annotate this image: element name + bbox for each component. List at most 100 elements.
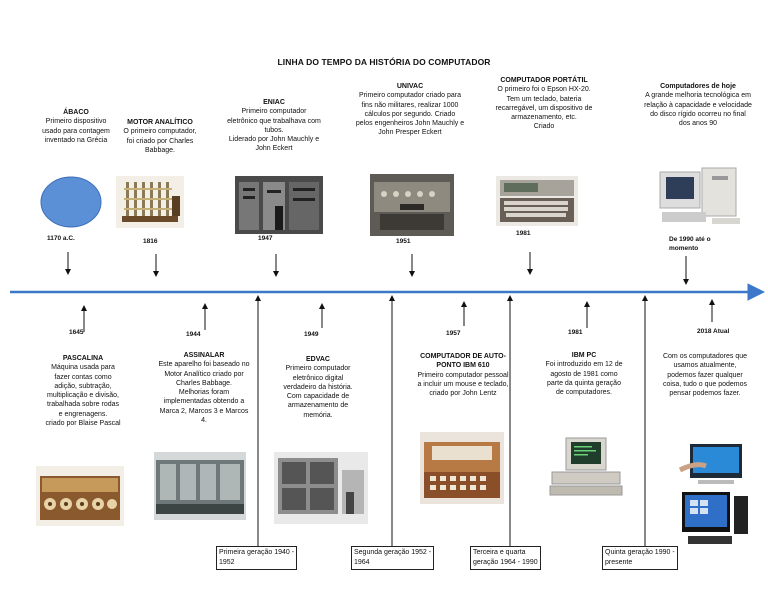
event-text-line: pelos engenheiros John Mauchly e (355, 120, 465, 128)
event-text-line: Máquina usada para (51, 364, 115, 372)
event-text-line: O primeiro foi o Epson HX-20. (497, 86, 591, 94)
generation-line: Quinta geração 1990 - (605, 549, 675, 556)
event-text-line: inventado na Grécia (44, 136, 108, 144)
event-heading: MOTOR ANALÍTICO (127, 119, 193, 126)
event-univac: UNIVAC Primeiro computador criado para f… (344, 82, 476, 138)
ibm610-photo (420, 432, 504, 504)
event-text-line: implementadas obtendo a (163, 398, 245, 406)
generation-line: Primeira geração 1940 - (219, 549, 295, 556)
year-label: 1645 (69, 329, 84, 336)
event-heading: ÁBACO (63, 109, 89, 116)
event-text-line: verdadeiro da história. (283, 383, 353, 391)
event-text-line: de computadores. (555, 389, 613, 397)
event-text-line: John Presper Eckert (378, 129, 442, 137)
year-label: 1944 (186, 331, 201, 338)
generation-line: presente (605, 559, 633, 566)
event-text-line: Primeiro computador pessoal (417, 371, 509, 379)
generation-line: 1964 (354, 559, 370, 566)
generation-box-3: Terceira e quarta geração 1964 - 1990 (470, 546, 541, 570)
generation-line: Segunda geração 1952 - (354, 549, 432, 556)
event-atual: Com os computadores que usamos atualment… (650, 352, 760, 398)
year-label: 1949 (304, 331, 319, 338)
event-text-line: podemos fazer qualquer (667, 371, 743, 379)
generation-line: Terceira e quarta (473, 549, 526, 556)
event-text-line: agosto de 1981 como (550, 370, 618, 378)
generation-box-1: Primeira geração 1940 - 1952 (216, 546, 298, 570)
event-text-line: 4. (201, 417, 207, 425)
desktop-pc-photo (652, 164, 748, 232)
event-text-line: cálculos por segundo. Criado (364, 110, 456, 118)
event-ibm610: COMPUTADOR DE AUTO-PONTO IBM 610 Primeir… (404, 352, 522, 398)
event-text-line: armazenamento, etc. (511, 114, 577, 122)
event-heading: PASCALINA (62, 355, 104, 362)
event-text-line: recarregável, um dispositivo de (495, 104, 593, 112)
event-text-line: eletrônico digital (292, 374, 344, 382)
year-label-hoje: De 1990 até o momento (669, 235, 711, 253)
event-text-line: Primeiro computador (285, 365, 351, 373)
event-text-line: Primeiro computador (241, 108, 307, 116)
event-computadores-hoje: Computadores de hoje A grande melhoria t… (634, 82, 762, 128)
event-text-line: a incluir um mouse e teclado, (417, 380, 509, 388)
event-heading: IBM PC (571, 352, 597, 359)
event-heading: Computadores de hoje (660, 83, 736, 90)
event-heading: UNIVAC (396, 83, 424, 90)
event-ibm-pc: IBM PC Foi introduzido em 12 de agosto d… (530, 351, 638, 397)
year-label: 1947 (258, 235, 273, 242)
event-text-line: Babbage. (145, 146, 175, 154)
event-text-line: eletrônico que trabalhava com (227, 117, 321, 125)
event-text-line: parte da quinta geração (547, 379, 621, 387)
event-text-line: O primeiro computador, (123, 128, 197, 136)
generation-box-4: Quinta geração 1990 - presente (602, 546, 678, 570)
event-text-line: Com os computadores que (662, 353, 748, 360)
year-label: 1981 (568, 329, 583, 336)
event-text-line: foi criado por Charles (126, 137, 194, 145)
univac-photo (370, 174, 454, 236)
event-heading: COMPUTADOR DE AUTO-PONTO IBM 610 (420, 353, 506, 370)
year-label: 2018 Atual (697, 328, 730, 335)
event-text-line: John Eckert (255, 145, 293, 153)
event-text-line: Foi introduzido em 12 de (545, 361, 623, 369)
event-text-line: Tem um teclado, bateria (506, 95, 582, 103)
generation-line: geração 1964 - 1990 (473, 559, 538, 566)
year-label: 1981 (516, 230, 531, 237)
harvard-mark-photo (154, 452, 246, 520)
page-title: LINHA DO TEMPO DA HISTÓRIA DO COMPUTADOR (277, 57, 491, 67)
year-line: De 1990 até o (669, 236, 711, 243)
event-heading: COMPUTADOR PORTÁTIL (500, 77, 588, 84)
event-edvac: EDVAC Primeiro computador eletrônico dig… (272, 355, 364, 420)
event-text-line: do disco rígido ocorreu no final (650, 110, 746, 118)
event-text-line: tubos. (264, 126, 284, 134)
event-text-line: armazenamento de (287, 402, 349, 410)
edvac-photo (274, 452, 368, 524)
year-line: momento (669, 245, 699, 252)
year-label: 1816 (143, 238, 158, 245)
event-text-line: A grande melhoria tecnológica em (645, 92, 751, 100)
analytical-engine-photo (116, 176, 184, 228)
event-text-line: Este aparelho foi baseado no (158, 361, 250, 369)
event-text-line: Primeiro computador criado para (359, 92, 461, 100)
event-text-line: Melhorias foram (178, 389, 230, 397)
event-text-line: fazer contas como (54, 373, 112, 381)
modern-computers-photo (676, 440, 752, 552)
event-text-line: Charles Babbage. (175, 379, 233, 387)
event-eniac: ENIAC Primeiro computador eletrônico que… (216, 98, 332, 154)
generation-line: 1952 (219, 559, 235, 566)
year-label: 1951 (396, 238, 411, 245)
event-assinalar: ASSINALAR Este aparelho foi baseado no M… (146, 351, 262, 425)
event-text-line: relação à capacidade e velocidade (644, 101, 752, 109)
event-heading: ENIAC (263, 99, 285, 106)
event-text-line: fins não militares, realizar 1000 (361, 101, 459, 109)
event-abaco: ÁBACO Primeiro dispositivo usado para co… (28, 108, 124, 145)
event-text-line: Marca 2, Marcos 3 e Marcos (159, 407, 249, 415)
epson-hx20-photo (496, 176, 578, 226)
event-text-line: criado por Blaise Pascal (45, 420, 121, 428)
event-text-line: Com capacidade de (286, 393, 350, 401)
event-text-line: Motor Analítico criado por (164, 370, 244, 378)
event-text-line: adição, subtração, (54, 382, 112, 390)
event-text-line: coisa, tudo o que podemos (662, 380, 748, 388)
event-text-line: usamos atualmente, (673, 362, 737, 370)
event-text-line: Primeiro dispositivo (45, 118, 107, 126)
pascaline-photo (36, 466, 124, 526)
event-motor-analitico: MOTOR ANALÍTICO O primeiro computador, f… (112, 118, 208, 155)
